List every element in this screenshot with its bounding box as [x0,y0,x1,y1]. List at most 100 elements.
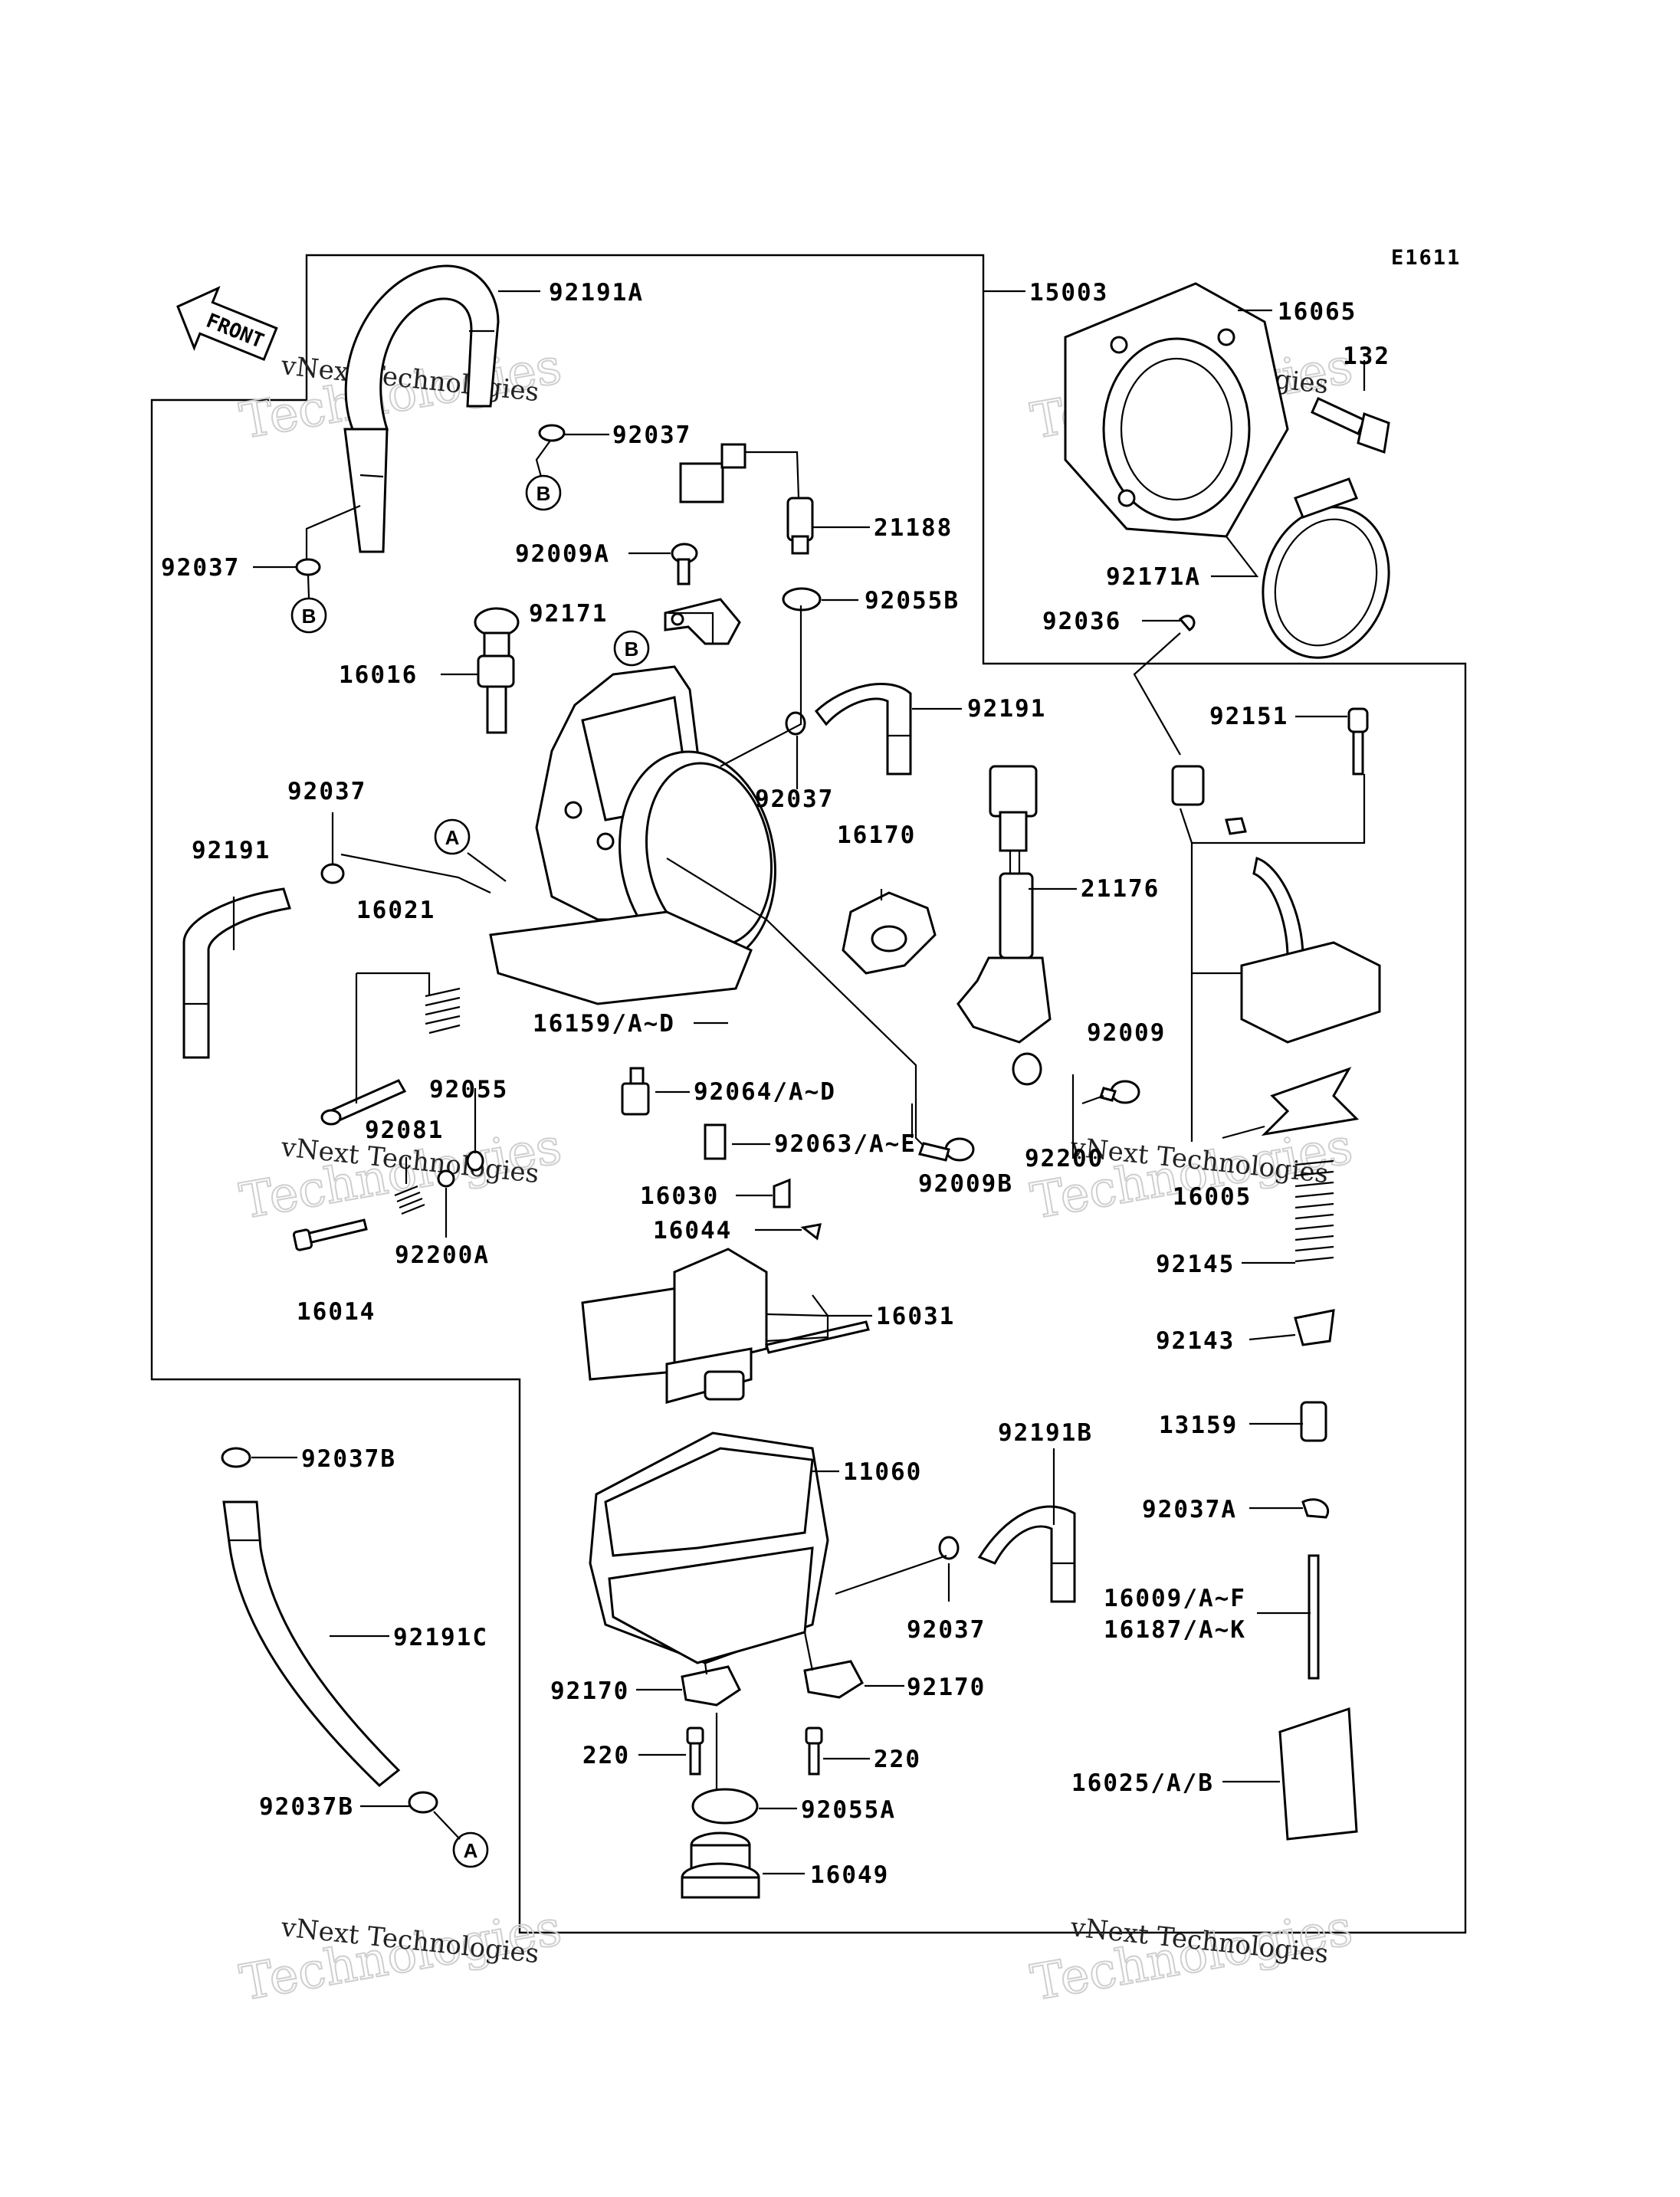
part-label: 92037B [301,1445,396,1473]
svg-text:B: B [536,482,551,505]
part-label: 92151 [1209,703,1288,730]
o-ring-icon [691,1788,759,1825]
leader-lines [232,290,1366,1875]
svg-text:B: B [625,638,639,661]
hose-shape [222,1500,401,1787]
part-label: 92037 [907,1616,986,1644]
part-labels: 92191A 15003 16065 132 92037 21188 92037… [161,279,1390,1889]
part-label: 92171 [529,600,608,628]
adjuster-screw-shape [474,607,520,734]
svg-text:B: B [302,605,317,628]
part-label: 92037B [259,1793,354,1821]
hose-shape [814,683,912,776]
float-shape [581,1248,870,1404]
part-label: 15003 [1029,279,1108,307]
part-label: 92055 [429,1076,508,1103]
part-label: 92009A [515,540,610,568]
part-label: 16005 [1173,1183,1252,1211]
washer-icon [1012,1052,1042,1086]
spring-icon [1294,1159,1334,1263]
sensor-connector-shape [956,765,1052,1044]
part-label: 16009/A~F [1104,1585,1246,1612]
diagram-code: E1611 [1391,246,1461,270]
throttle-valve-assembly-shape [1171,707,1381,1136]
part-label: 92200 [1025,1145,1104,1172]
part-label: 16030 [640,1182,719,1210]
part-label: 92063/A~E [774,1130,917,1158]
part-label: 92171A [1106,563,1201,591]
drain-plug-shape [681,1831,760,1899]
needle-clip-icon [1278,1309,1358,1841]
part-label: 92145 [1156,1251,1235,1278]
intake-manifold-shape [1064,282,1289,538]
part-label: 92055A [801,1796,896,1824]
part-label: 16016 [339,661,418,689]
vent-hose-shape [305,264,500,563]
hose-clip-icon [221,1447,251,1468]
reference-callout-b: B [613,630,650,667]
part-label: 92009 [1087,1019,1166,1047]
reference-callout-b: B [290,597,327,634]
svg-text:A: A [464,1839,478,1862]
throttle-sensor-shape [842,891,937,975]
clip-icon [1178,615,1196,631]
part-label: 92037 [612,421,691,449]
part-label: 92200A [395,1241,490,1269]
part-label: 92191 [192,837,271,864]
part-label: 16049 [810,1861,889,1889]
hose-clamp-shape [1262,477,1390,659]
part-label: 16187/A~K [1104,1616,1246,1644]
screw-icon [918,1080,1140,1162]
part-label: 16025/A/B [1071,1769,1214,1797]
part-label: 92191C [393,1624,488,1651]
part-label: 92170 [550,1677,629,1705]
part-label: 92009B [918,1170,1013,1198]
part-label: 21176 [1081,875,1160,903]
part-label: 92143 [1156,1327,1235,1355]
bracket-icon [681,1665,741,1707]
svg-text:A: A [445,826,460,849]
part-label: 92037 [287,778,366,805]
screw-icon [671,543,698,585]
part-label: 16021 [356,897,435,924]
assembly-frame [150,254,1467,1934]
part-label: 16065 [1278,298,1357,326]
part-label: 92037 [161,554,240,582]
part-label: 16170 [837,821,916,849]
screw-icon [686,1726,823,1776]
part-label: 92191 [967,695,1046,723]
hose-clip-icon [938,1536,960,1560]
bracket-icon [803,1660,864,1699]
part-label: 92037 [755,785,834,813]
spring-icon [320,987,461,1126]
part-label: 92064/A~D [694,1078,836,1106]
part-label: 92055B [865,587,960,615]
jet-icon [621,1067,822,1241]
part-label: 132 [1343,343,1390,370]
hose-shape [977,1505,1076,1603]
bracket-shape [664,598,741,645]
hose-shape [182,887,291,1059]
part-label: 220 [874,1746,921,1773]
hose-clip-icon [295,424,566,576]
part-label: 92191A [549,279,644,307]
part-label: 92170 [907,1674,986,1701]
float-bowl-shape [589,1431,829,1664]
part-label: 13159 [1159,1412,1238,1439]
part-label: 92191B [998,1419,1093,1447]
part-label: 92081 [365,1117,444,1144]
reference-callout-a: A [434,818,471,855]
front-arrow-icon: FRONT [176,286,278,362]
part-label: 16014 [297,1298,376,1326]
reference-callout-a: A [452,1831,489,1868]
part-label: 11060 [843,1458,922,1486]
part-label: 16031 [876,1303,955,1330]
reference-callout-b: B [525,474,562,511]
part-label: 92036 [1042,608,1121,635]
small-parts-icon [292,1150,484,1251]
hose-clip-icon [320,863,345,884]
bolt-icon [1311,396,1390,454]
hose-clip-icon [408,1791,438,1814]
part-label: 21188 [874,514,953,542]
